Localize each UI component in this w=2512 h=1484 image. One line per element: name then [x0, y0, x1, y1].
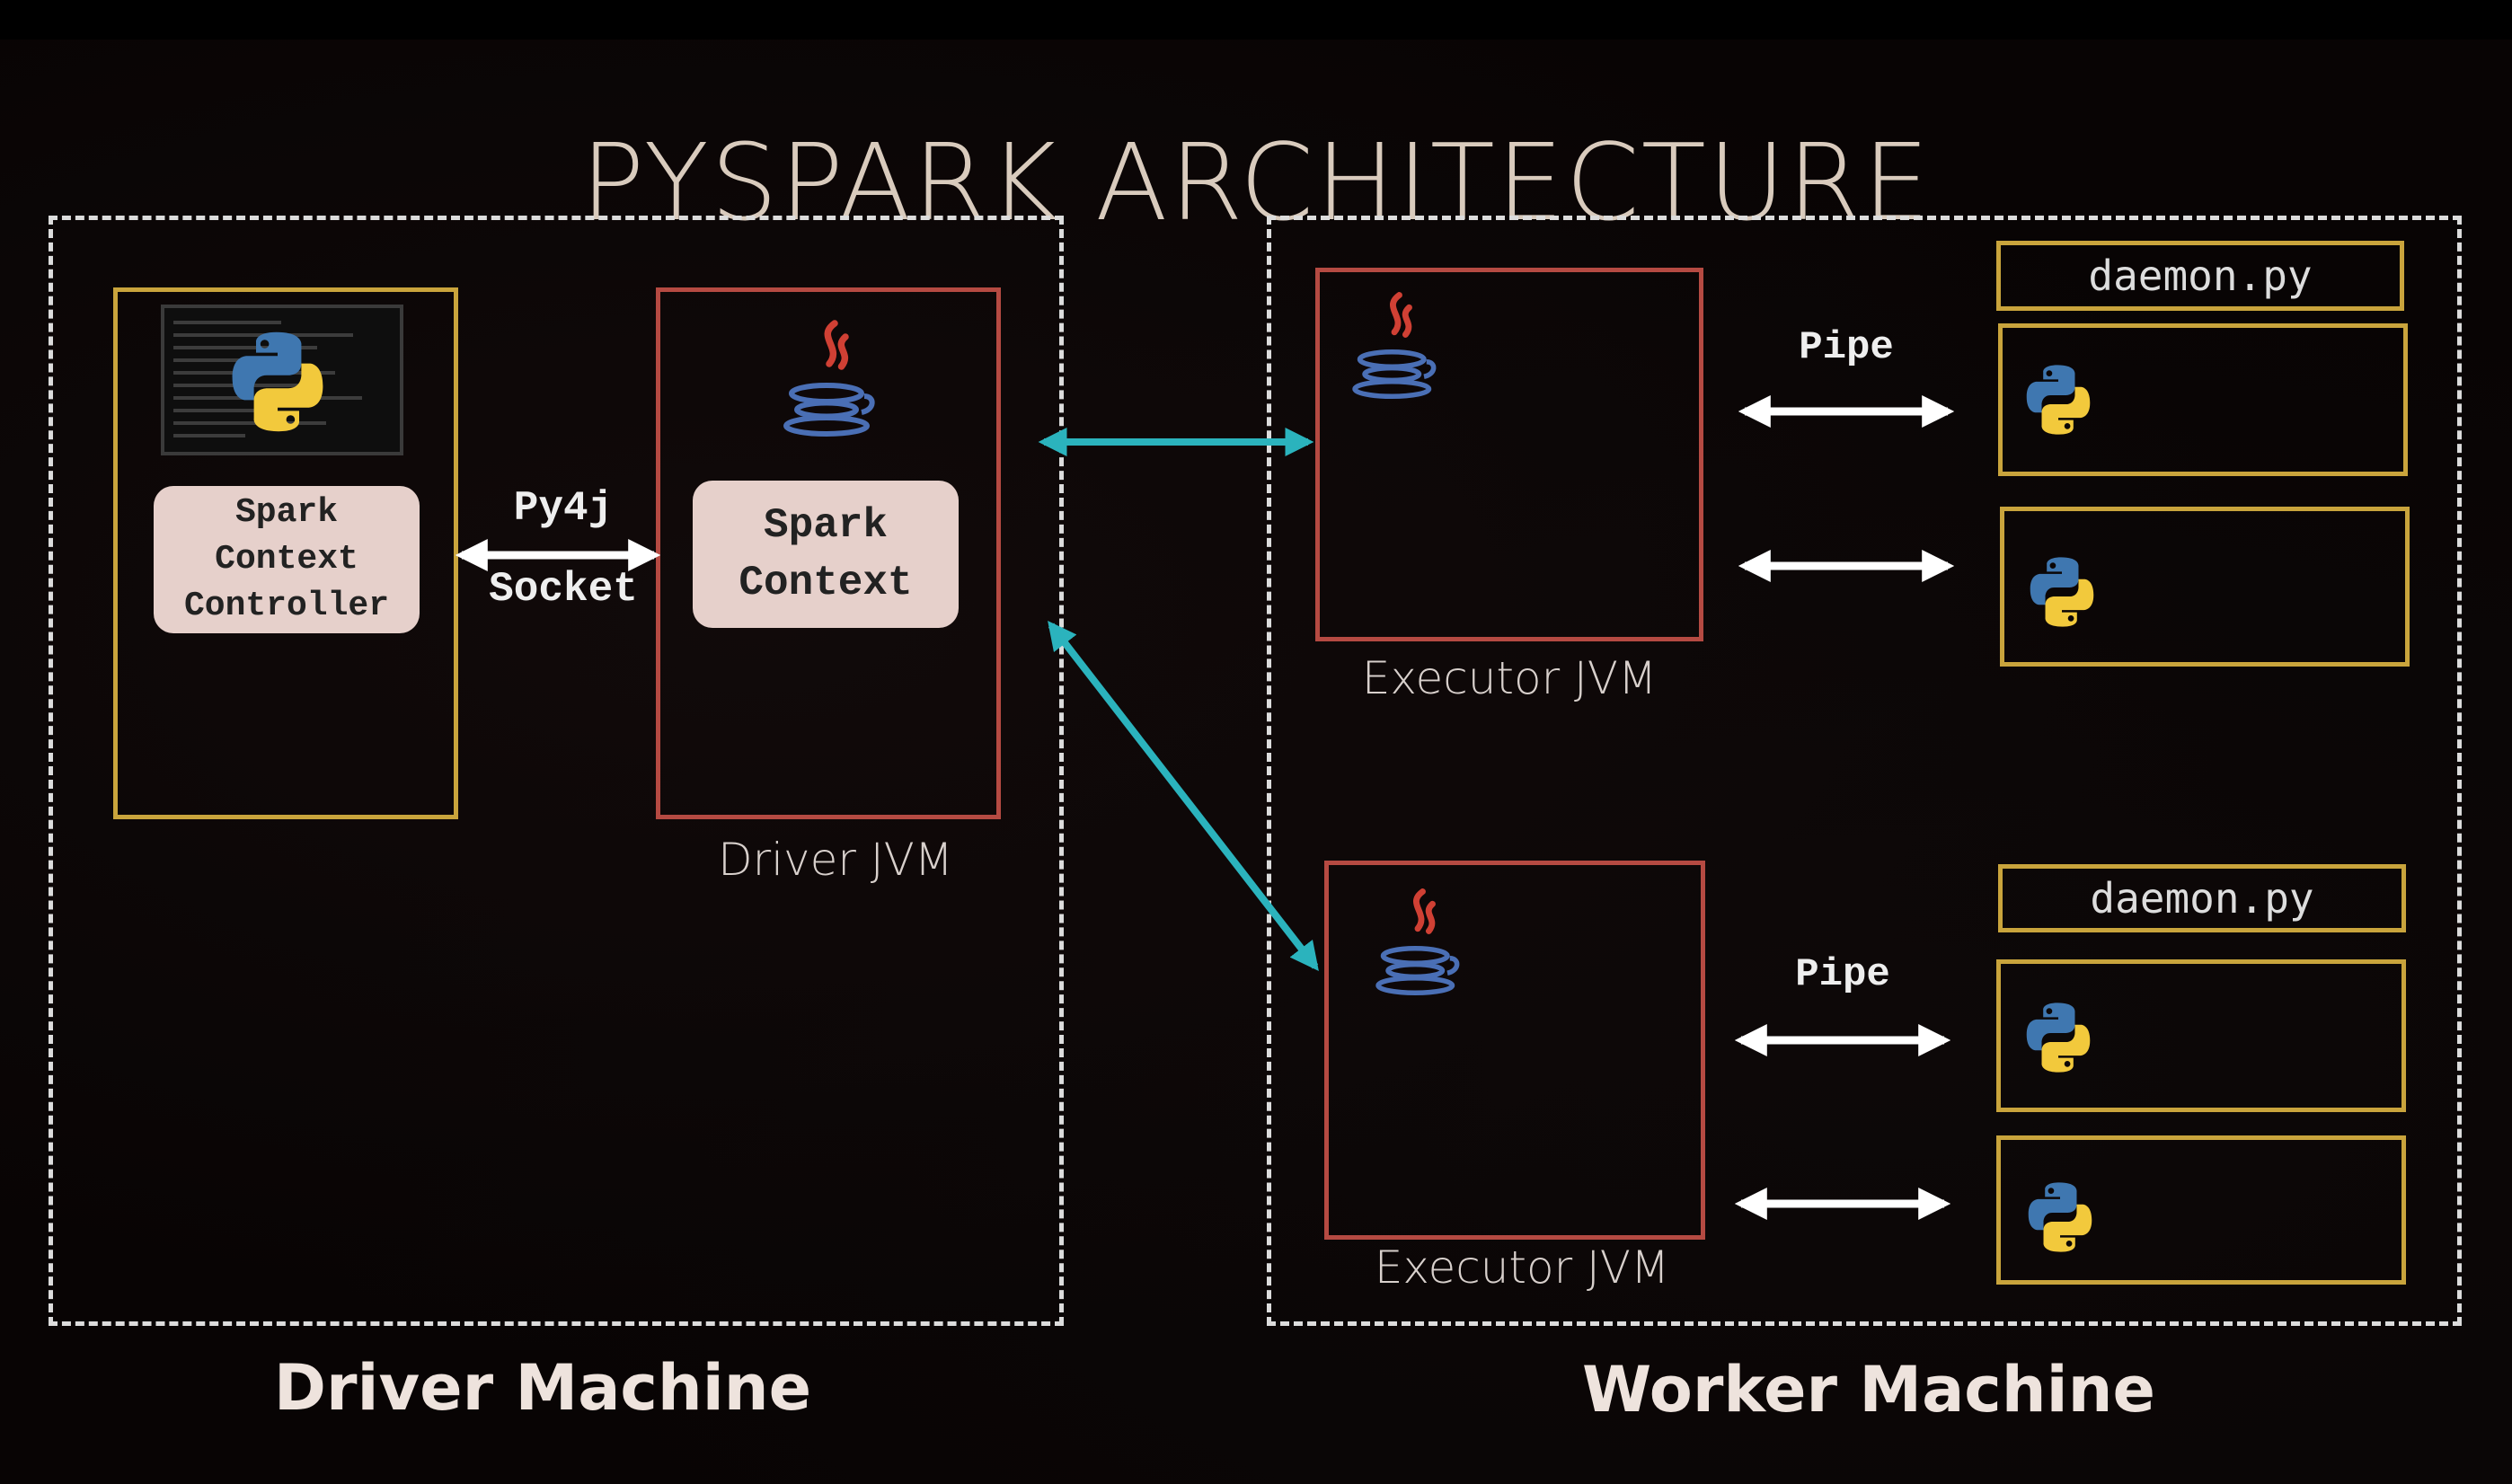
executor-jvm-label-1: Executor JVM: [1361, 652, 1658, 704]
driver-machine-label: Driver Machine: [273, 1351, 812, 1425]
terminal-icon: [161, 305, 403, 455]
driver-python-process-box: Spark Context Controller: [113, 287, 458, 819]
arrows-layer: [455, 395, 1955, 1220]
java-icon: [1368, 883, 1467, 1009]
daemon-label-2: daemon.py: [2090, 874, 2314, 923]
daemon-box-1: daemon.py: [1996, 241, 2404, 311]
python-worker-1a: [1998, 323, 2408, 476]
spark-context: Spark Context: [693, 481, 959, 628]
executor-jvm-box-2: [1324, 861, 1705, 1240]
python-worker-2b: [1996, 1135, 2406, 1285]
diagram-canvas: PYSPARK ARCHITECTURE: [0, 40, 2512, 1484]
executor-jvm-label-2: Executor JVM: [1374, 1241, 1670, 1294]
java-icon: [775, 315, 883, 450]
python-worker-2a: [1996, 959, 2406, 1112]
executor-jvm-box-1: [1315, 268, 1703, 641]
daemon-box-2: daemon.py: [1998, 864, 2406, 932]
pipe-label-2: Pipe: [1795, 952, 1890, 997]
python-icon: [224, 328, 332, 436]
python-worker-1b: [2000, 507, 2410, 667]
java-icon: [1345, 287, 1444, 412]
driver-jvm-box: Spark Context: [656, 287, 1001, 819]
python-icon: [2022, 1179, 2098, 1255]
py4j-label: Py4j: [513, 485, 614, 532]
daemon-label-1: daemon.py: [2088, 252, 2313, 300]
worker-machine-label: Worker Machine: [1582, 1353, 2155, 1427]
socket-label: Socket: [489, 566, 638, 613]
python-icon: [2024, 554, 2100, 630]
python-icon: [2021, 1000, 2096, 1075]
spark-context-controller: Spark Context Controller: [154, 486, 420, 633]
spark-context-label: Spark Context: [739, 502, 913, 606]
driver-jvm-label: Driver JVM: [718, 834, 953, 886]
spark-context-controller-label: Spark Context Controller: [183, 493, 390, 625]
page-title: PYSPARK ARCHITECTURE: [580, 120, 1932, 244]
pipe-label-1: Pipe: [1799, 325, 1894, 370]
python-icon: [2021, 362, 2096, 437]
driver-executor2-arrow: [1048, 620, 1319, 972]
